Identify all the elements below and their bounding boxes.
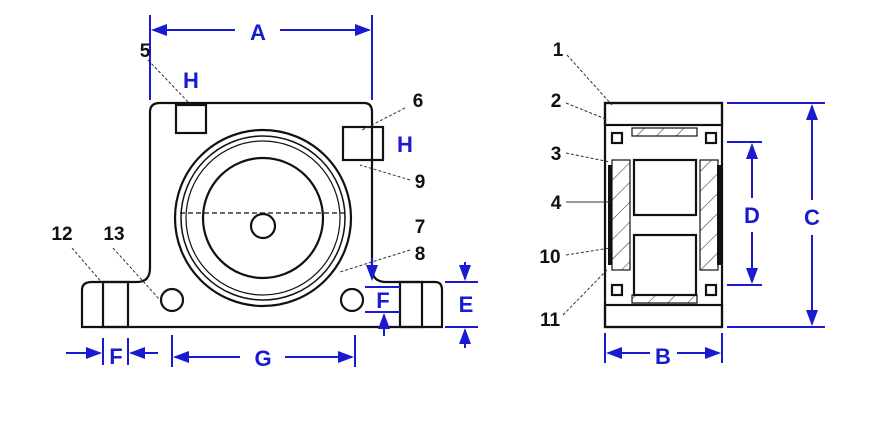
dimension-h-top-label: H (183, 68, 199, 93)
dimension-e-label: E (459, 292, 474, 317)
part-number-11: 11 (540, 310, 561, 331)
part-number-6: 6 (413, 91, 424, 112)
part-number-12: 12 (51, 224, 72, 245)
part-number-5: 5 (140, 41, 151, 62)
dimension-f-side-label: F (376, 288, 389, 313)
dimension-f-bottom-label: F (109, 344, 122, 369)
front-view-body (80, 101, 444, 329)
dimension-c-label: C (804, 205, 820, 230)
side-view-leaders (562, 54, 613, 316)
part-number-8: 8 (415, 244, 426, 265)
dimension-a-label: A (250, 20, 266, 45)
front-view-dimension-lines (66, 15, 478, 367)
part-number-1: 1 (553, 40, 564, 61)
dimension-g-label: G (254, 346, 271, 371)
part-number-10: 10 (539, 247, 560, 268)
side-view-dimension-lines (604, 102, 825, 363)
part-number-7: 7 (415, 217, 426, 238)
part-number-3: 3 (551, 144, 562, 165)
dimension-b-label: B (655, 344, 671, 369)
part-number-2: 2 (551, 91, 562, 112)
part-number-13: 13 (103, 224, 124, 245)
part-number-9: 9 (415, 172, 426, 193)
part-number-4: 4 (551, 193, 562, 214)
front-view-leaders (71, 59, 411, 301)
dimension-d-label: D (744, 203, 760, 228)
side-view-body (603, 101, 724, 329)
dimension-h-side-label: H (397, 132, 413, 157)
